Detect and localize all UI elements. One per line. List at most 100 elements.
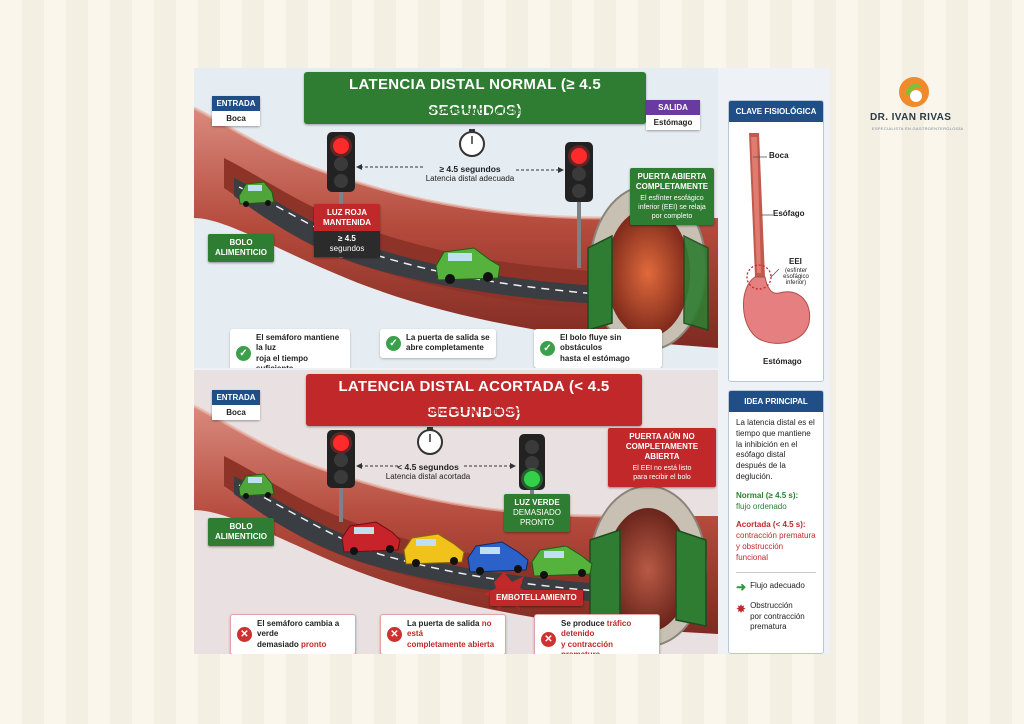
car-icon	[341, 521, 401, 555]
bolo-box: BOLO ALIMENTICIO	[208, 234, 274, 262]
gate-line5: por completo	[651, 212, 693, 220]
idea-normal-value: flujo ordenado	[736, 501, 787, 511]
note-text: El semáforo mantiene la luz	[256, 333, 340, 353]
green-light-line2: DEMASIADO	[512, 508, 561, 517]
main-idea-text: La latencia distal es el tiempo que mant…	[736, 418, 815, 481]
car-icon	[467, 541, 529, 575]
normal-title: LATENCIA DISTAL NORMAL (≥ 4.5 SEGUNDOS)	[304, 72, 646, 124]
entrada-tag-body: Boca	[212, 111, 260, 126]
gate-line3: El EEI no está listo	[632, 465, 692, 472]
car-icon	[238, 181, 275, 207]
short-subtitle: Pérdida de la inhibición neural – Tráfic…	[332, 406, 618, 417]
jam-label: EMBOTELLAMIENTO	[490, 590, 583, 606]
entrada-tag: ENTRADA Boca	[212, 390, 260, 420]
legend-flow-label: Flujo adecuado	[750, 581, 805, 591]
car-icon	[531, 545, 593, 579]
x-icon: ✕	[387, 627, 402, 643]
gate-line3: El esfínter esofágico	[640, 195, 704, 202]
red-light-line2: MANTENIDA	[323, 218, 371, 227]
note-text: La puerta de salida	[407, 619, 482, 628]
entrada-tag-head: ENTRADA	[212, 390, 260, 405]
short-timer-caption: Latencia distal acortada	[385, 472, 471, 481]
green-light-box: LUZ VERDE DEMASIADO PRONTO	[504, 494, 570, 532]
note-text: roja el tiempo suficiente	[256, 353, 309, 368]
bolo-line2: ALIMENTICIO	[215, 532, 267, 541]
logo-tagline: ESPECIALISTA EN GASTROENTEROLOGÍA	[872, 126, 964, 131]
gate-open-box: PUERTA ABIERTA COMPLETAMENTE El esfínter…	[630, 168, 714, 226]
key-label-boca: Boca	[769, 151, 789, 160]
key-label-eei: EEI	[789, 257, 802, 266]
green-light-line3: PRONTO	[519, 518, 555, 527]
esophagus-stomach-icon	[743, 133, 811, 344]
note-text-highlight: pronto	[301, 639, 327, 649]
gate-line1: PUERTA ABIERTA	[637, 172, 707, 181]
x-icon: ✕	[541, 632, 556, 648]
note-text: El semáforo cambia a verde	[257, 619, 340, 639]
salida-tag: SALIDA Estómago	[646, 100, 700, 130]
salida-tag-body: Estómago	[646, 115, 700, 130]
check-icon: ✓	[236, 346, 251, 362]
note-text: Se produce	[561, 619, 607, 628]
entrada-tag-body: Boca	[212, 405, 260, 420]
normal-subtitle: Flujo ordenado y eficiente	[412, 106, 536, 117]
idea-short-label: Acortada (< 4.5 s):	[736, 520, 806, 530]
gate-line4: para recibir el bolo	[633, 473, 691, 481]
legend-obs-line1: Obstrucción	[750, 600, 793, 610]
physiology-key-panel: CLAVE FISIOLÓGICA Boca Esófago EEI (esfí…	[728, 100, 824, 382]
x-icon: ✕	[237, 627, 252, 643]
red-light-box: LUZ ROJA MANTENIDA ≥ 4.5 segundos	[314, 204, 380, 257]
check-icon: ✓	[540, 341, 555, 357]
red-light-line1: LUZ ROJA	[327, 208, 367, 217]
main-idea-panel: IDEA PRINCIPAL La latencia distal es el …	[728, 390, 824, 654]
short-timer-value: < 4.5 segundos	[397, 462, 459, 472]
physiology-key-header: CLAVE FISIOLÓGICA	[729, 101, 823, 122]
obstruction-icon: ✸	[736, 601, 747, 616]
logo-name: DR. IVAN RIVAS	[870, 112, 952, 123]
key-eei-desc1: (esfínter esofágico	[783, 268, 809, 280]
note-text: demasiado	[257, 639, 302, 649]
bolo-line2: ALIMENTICIO	[215, 248, 267, 257]
gate-line1: PUERTA AÚN NO	[629, 432, 695, 441]
gate-line2: COMPLETAMENTE	[635, 182, 709, 191]
salida-tag-head: SALIDA	[646, 100, 700, 115]
car-icon	[238, 473, 275, 499]
entrada-tag: ENTRADA Boca	[212, 96, 260, 126]
short-timer-label: < 4.5 segundos Latencia distal acortada	[380, 462, 476, 481]
red-light-line4: segundos	[329, 244, 365, 253]
entrada-tag-head: ENTRADA	[212, 96, 260, 111]
note-text: La puerta de salida se	[406, 333, 490, 342]
key-label-estomago: Estómago	[763, 357, 802, 366]
note-text-highlight: tráfico detenido	[561, 619, 632, 639]
short-latency-panel: LATENCIA DISTAL ACORTADA (< 4.5 SEGUNDOS…	[194, 370, 718, 654]
gate-line4: inferior (EEI) se relaja	[638, 203, 706, 211]
note-text: El bolo fluye sin obstáculos	[560, 333, 622, 353]
normal-timer-caption: Latencia distal adecuada	[425, 174, 515, 183]
key-label-eei-desc: (esfínter esofágico inferior)	[773, 268, 819, 286]
note-text-highlight: y contracción prematura	[561, 639, 614, 654]
short-title: LATENCIA DISTAL ACORTADA (< 4.5 SEGUNDOS…	[306, 374, 642, 426]
note-text-highlight: no está	[407, 619, 492, 639]
logo-icon	[899, 77, 929, 107]
green-arrow-icon: ➜	[736, 579, 747, 594]
main-idea-header: IDEA PRINCIPAL	[729, 391, 823, 412]
note-text: hasta el estómago	[560, 353, 630, 363]
check-icon: ✓	[386, 335, 401, 351]
key-label-esofago: Esófago	[773, 209, 805, 218]
red-light-line3: ≥ 4.5	[338, 234, 356, 243]
short-tunnel-scene	[194, 404, 718, 647]
gate-closed-box: PUERTA AÚN NO COMPLETAMENTE ABIERTA El E…	[608, 428, 716, 487]
gate-line2: COMPLETAMENTE ABIERTA	[625, 442, 699, 461]
idea-normal-label: Normal (≥ 4.5 s):	[736, 490, 799, 500]
car-icon	[403, 533, 465, 567]
note-text: abre completamente	[406, 343, 484, 353]
normal-timer-label: ≥ 4.5 segundos Latencia distal adecuada	[422, 164, 518, 183]
normal-timer-value: ≥ 4.5 segundos	[439, 164, 501, 174]
key-eei-desc2: inferior)	[785, 280, 807, 286]
note-text-highlight: completamente abierta	[407, 639, 495, 649]
